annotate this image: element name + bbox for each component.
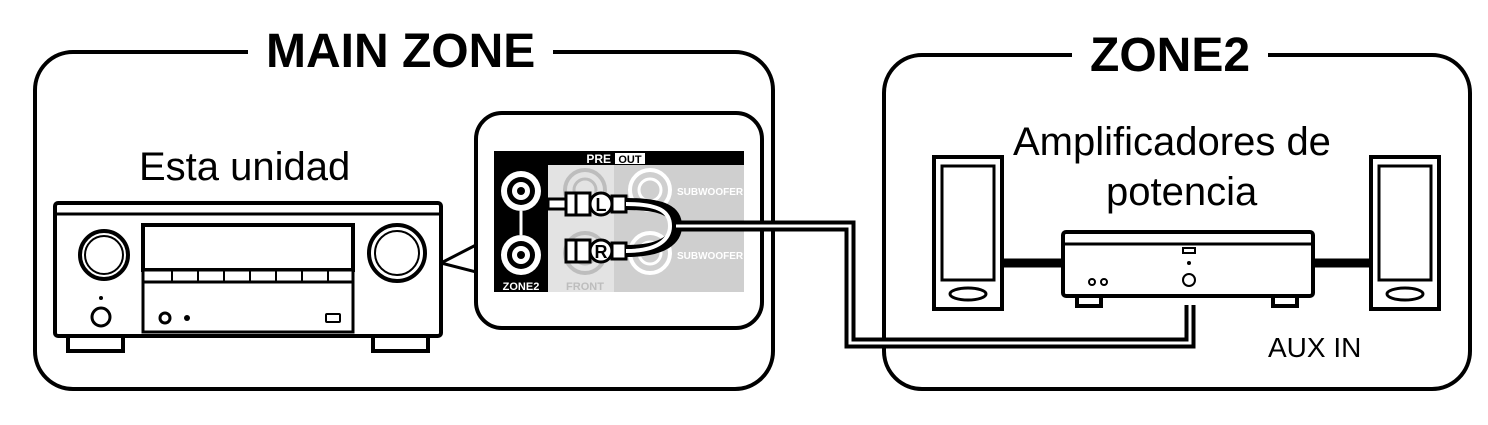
power-amplifier bbox=[1061, 230, 1315, 308]
plug-right-letter: R bbox=[595, 242, 608, 262]
aux-in-label: AUX IN bbox=[1268, 332, 1362, 363]
av-receiver bbox=[53, 201, 443, 353]
subwoofer2-label: SUBWOOFER 2 bbox=[677, 251, 752, 262]
front-jack-label: FRONT bbox=[566, 281, 604, 293]
zone2-title: ZONE2 bbox=[1072, 32, 1269, 80]
main-zone-title: MAIN ZONE bbox=[248, 28, 554, 76]
subwoofer1-label: SUBWOOFER 1 bbox=[677, 187, 752, 198]
amplifier-label-line2: potencia bbox=[1106, 170, 1258, 214]
zone2-jack-label: ZONE2 bbox=[503, 281, 540, 293]
callout-pointer bbox=[440, 242, 478, 274]
rca-cable: L R bbox=[546, 191, 1196, 349]
left-speaker bbox=[932, 155, 1004, 311]
panel-header-pre: PRE bbox=[586, 152, 611, 166]
panel-header-out: OUT bbox=[618, 154, 642, 166]
plug-left-letter: L bbox=[596, 195, 607, 215]
device-label: Esta unidad bbox=[139, 145, 351, 189]
right-speaker bbox=[1369, 155, 1441, 311]
amplifier-label-line1: Amplificadores de bbox=[1013, 120, 1331, 164]
